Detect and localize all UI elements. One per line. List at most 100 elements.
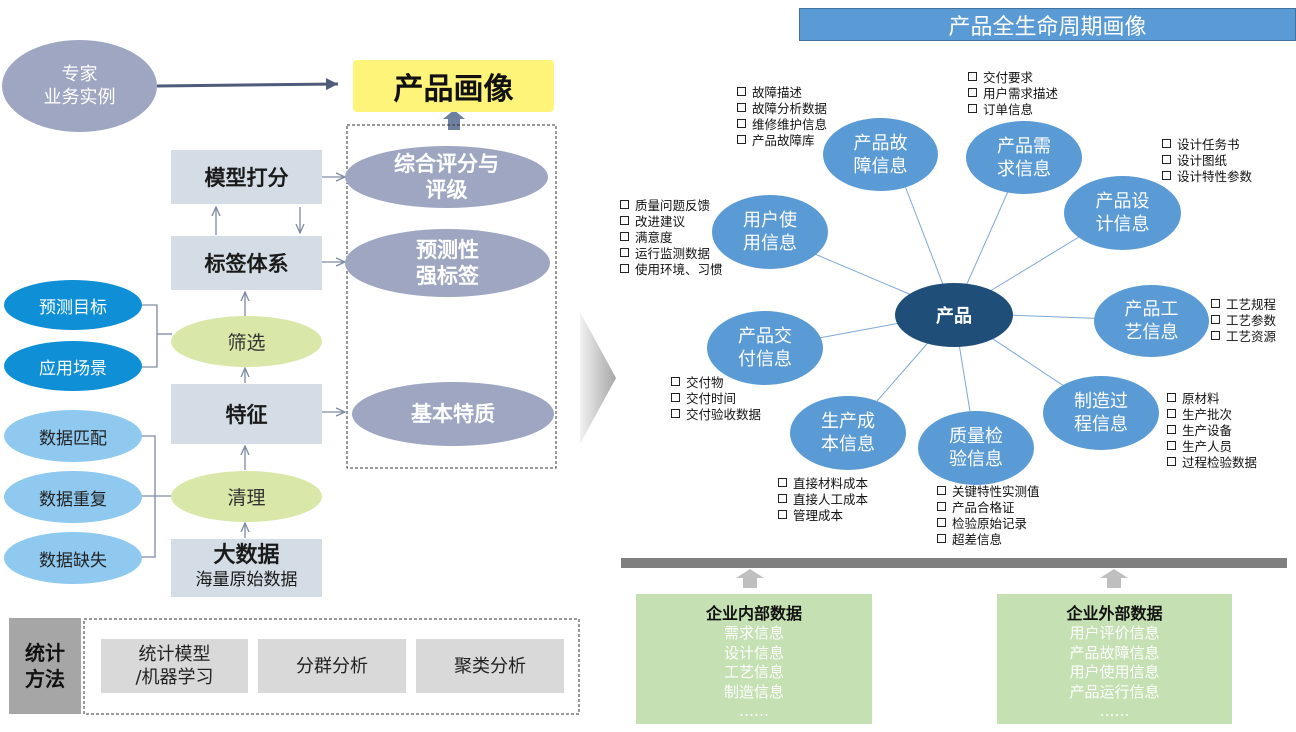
node-fault-line2: 障信息 — [853, 155, 908, 177]
list-item: 过程检验数据 — [1167, 455, 1257, 471]
method-cluster: 聚类分析 — [416, 639, 564, 693]
node-craft: 产品工 艺信息 — [1094, 285, 1209, 357]
tag-score-line1: 综合评分与 — [394, 152, 499, 176]
internal-item: 设计信息 — [723, 643, 784, 662]
bigdata-title: 大数据 — [213, 543, 280, 568]
external-item: 用户使用信息 — [1069, 663, 1160, 681]
node-delivery: 产品交 付信息 — [707, 311, 823, 385]
tag-system-box: 标签体系 — [171, 236, 322, 290]
product-portrait: 产品画像 — [353, 60, 554, 112]
node-demand: 产品需 求信息 — [966, 121, 1082, 194]
method-line2: /机器学习 — [135, 667, 214, 688]
list-item: 质量问题反馈 — [620, 198, 723, 214]
list-item: 运行监测数据 — [620, 246, 723, 262]
node-process-line1: 制造过 — [1074, 391, 1128, 412]
list-item: 产品合格证 — [937, 500, 1040, 516]
internal-up-arrow — [736, 569, 764, 588]
internal-data-box: 企业内部数据 需求信息 设计信息 工艺信息 制造信息 …… — [636, 594, 872, 724]
node-demand-line2: 求信息 — [997, 158, 1051, 180]
clean-step: 清理 — [171, 471, 322, 522]
internal-item: 工艺信息 — [723, 663, 784, 681]
list-item: 交付物 — [671, 375, 761, 391]
list-item: 设计任务书 — [1162, 137, 1252, 153]
tag-score-rating: 综合评分与 评级 — [345, 146, 548, 208]
node-process: 制造过 程信息 — [1043, 376, 1159, 450]
tag-container — [346, 124, 557, 469]
list-item: 直接材料成本 — [778, 476, 868, 492]
list-usage: 质量问题反馈 改进建议 满意度 运行监测数据 使用环境、习惯 — [620, 198, 723, 278]
tag-predictive: 预测性 强标签 — [345, 229, 550, 297]
issue-missing: 数据缺失 — [4, 532, 142, 584]
node-usage-line2: 用信息 — [743, 233, 797, 254]
list-item: 产品故障库 — [737, 133, 827, 149]
issue-duplicate: 数据重复 — [4, 471, 142, 523]
node-quality-line2: 验信息 — [949, 449, 1003, 470]
internal-data-title: 企业内部数据 — [705, 604, 802, 623]
node-design: 产品设 计信息 — [1064, 176, 1181, 250]
node-design-line1: 产品设 — [1095, 191, 1150, 212]
list-item: 满意度 — [620, 230, 723, 246]
list-demand: 交付要求 用户需求描述 订单信息 — [968, 70, 1058, 118]
list-cost: 直接材料成本 直接人工成本 管理成本 — [778, 476, 868, 524]
lifecycle-title: 产品全生命周期画像 — [799, 8, 1296, 41]
list-item: 设计图纸 — [1162, 153, 1252, 169]
list-item: 设计特性参数 — [1162, 169, 1252, 185]
node-fault: 产品故 障信息 — [823, 118, 938, 191]
external-data-box: 企业外部数据 用户评价信息 产品故障信息 用户使用信息 产品运行信息 …… — [997, 594, 1232, 724]
list-item: 使用环境、习惯 — [620, 262, 723, 278]
external-item: 产品运行信息 — [1069, 682, 1160, 701]
issue-match: 数据匹配 — [4, 410, 142, 462]
list-item: 生产设备 — [1167, 423, 1257, 439]
stats-label-line2: 方法 — [25, 667, 65, 691]
node-usage-line1: 用户使 — [743, 210, 797, 231]
node-cost-line1: 生产成 — [821, 411, 875, 432]
method-line1: 统计模型 — [138, 644, 211, 665]
list-item: 维修维护信息 — [737, 117, 827, 133]
external-item: 用户评价信息 — [1069, 624, 1160, 642]
portrait-up-arrow — [443, 110, 465, 130]
list-item: 检验原始记录 — [937, 516, 1040, 532]
node-usage: 用户使 用信息 — [712, 195, 828, 269]
product-center: 产品 — [895, 283, 1013, 347]
external-up-arrow — [1100, 569, 1128, 588]
data-foundation-bar — [621, 558, 1287, 568]
expert-node: 专家 业务实例 — [2, 40, 157, 132]
list-delivery: 交付物 交付时间 交付验收数据 — [671, 375, 761, 423]
filter-step: 筛选 — [171, 316, 322, 367]
list-fault: 故障描述 故障分析数据 维修维护信息 产品故障库 — [737, 85, 827, 149]
list-item: 工艺资源 — [1211, 329, 1276, 345]
list-item: 故障描述 — [737, 85, 827, 101]
flow-chevron — [580, 312, 616, 444]
list-design: 设计任务书 设计图纸 设计特性参数 — [1162, 137, 1252, 185]
node-quality: 质量检 验信息 — [918, 411, 1034, 485]
model-score-box: 模型打分 — [171, 150, 322, 204]
feature-box: 特征 — [171, 384, 322, 444]
node-process-line2: 程信息 — [1074, 414, 1128, 435]
method-stat-ml: 统计模型 /机器学习 — [101, 639, 248, 693]
tag-score-line2: 评级 — [425, 178, 468, 202]
expert-line2: 业务实例 — [43, 87, 116, 108]
goal-app-scenario: 应用场景 — [4, 341, 142, 391]
bigdata-box: 大数据 海量原始数据 — [171, 539, 322, 597]
list-craft: 工艺规程 工艺参数 工艺资源 — [1211, 297, 1276, 345]
internal-item: …… — [739, 702, 769, 720]
list-item: 关键特性实测值 — [937, 484, 1040, 500]
list-item: 交付验收数据 — [671, 407, 761, 423]
tag-predict-line2: 强标签 — [416, 264, 479, 288]
method-group: 分群分析 — [258, 639, 406, 693]
stats-container — [83, 618, 580, 715]
node-demand-line1: 产品需 — [997, 135, 1051, 157]
list-item: 生产人员 — [1167, 439, 1257, 455]
node-cost-line2: 本信息 — [821, 434, 875, 455]
bigdata-sub: 海量原始数据 — [195, 570, 298, 590]
expert-line1: 专家 — [61, 64, 98, 85]
tag-predict-line1: 预测性 — [416, 238, 479, 262]
list-item: 管理成本 — [778, 508, 868, 524]
list-item: 原材料 — [1167, 391, 1257, 407]
node-fault-line1: 产品故 — [853, 132, 908, 154]
stats-label-line1: 统计 — [25, 641, 65, 665]
external-data-title: 企业外部数据 — [1066, 604, 1163, 623]
node-design-line2: 计信息 — [1095, 214, 1150, 235]
list-item: 交付要求 — [968, 70, 1058, 86]
node-delivery-line1: 产品交 — [738, 326, 792, 347]
